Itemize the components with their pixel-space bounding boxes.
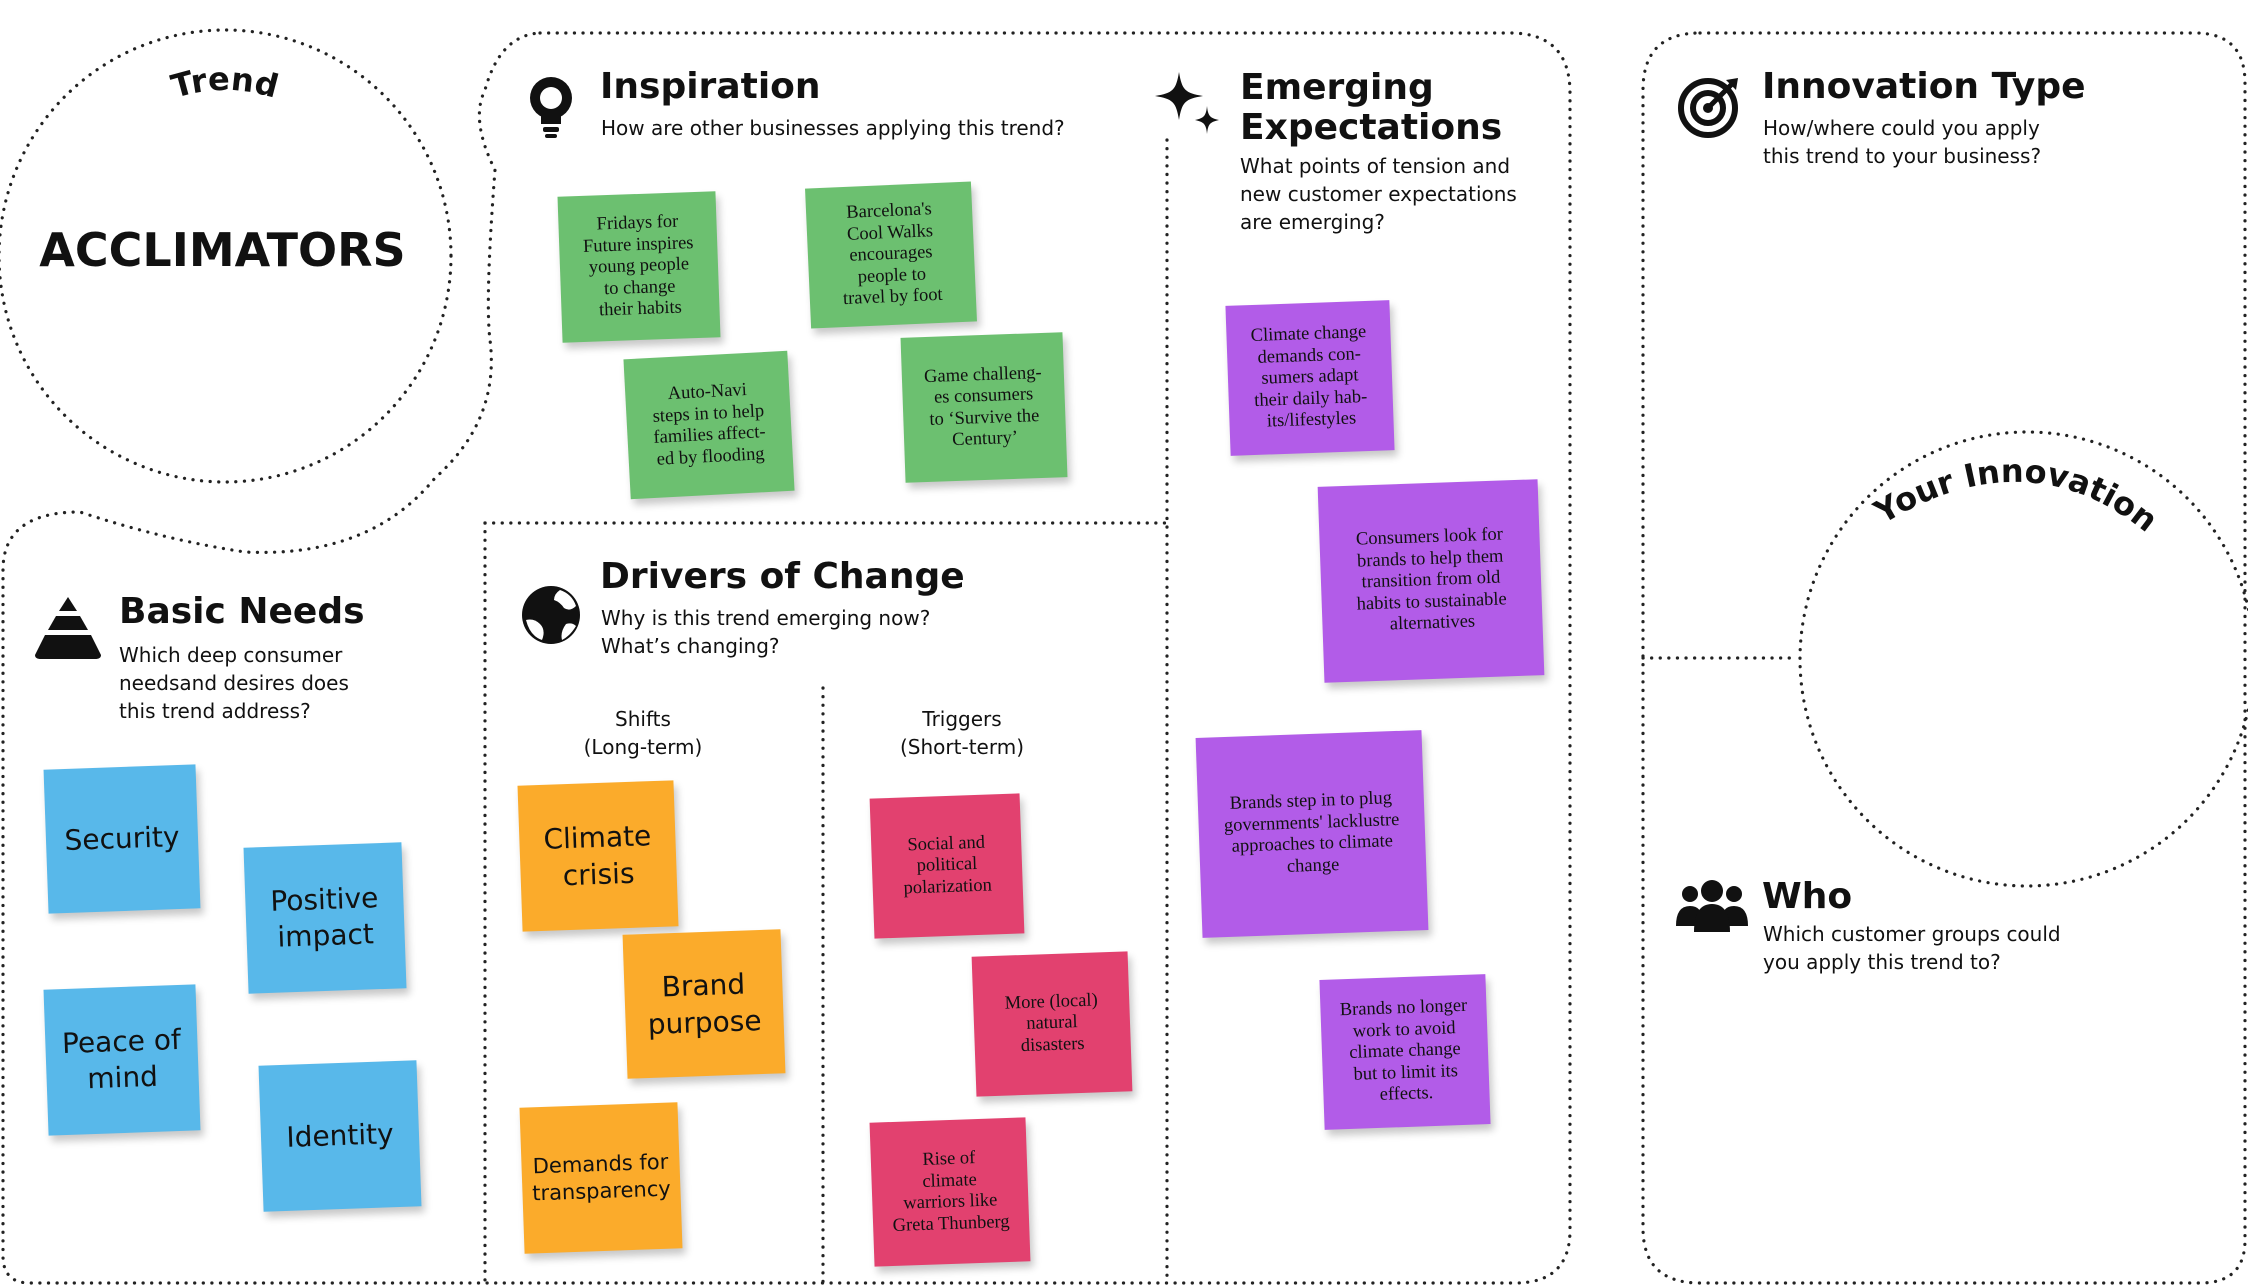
expectation-note-3[interactable]: Brands step in to plug governments' lack… [1195,730,1429,938]
inspiration-title: Inspiration [600,66,821,107]
emerging-expectations-question: What points of tension and new customer … [1240,154,1517,234]
lightbulb-icon [530,77,572,138]
basic-need-note-3[interactable]: Peace of mind [43,984,201,1136]
your-innovation-label: Your Innovation [1867,452,2165,540]
triggers-heading: Triggers (Short-term) [900,707,1024,759]
inspiration-question: How are other businesses applying this t… [601,116,1065,140]
inspiration-note-2[interactable]: Barcelona's Cool Walks encourages people… [805,181,977,329]
emerging-expectations-title: Emerging Expectations [1240,67,1503,148]
trend-name: ACCLIMATORS [39,223,406,277]
drivers-of-change-title: Drivers of Change [600,556,965,597]
trigger-note-3[interactable]: Rise of climate warriors like Greta Thun… [869,1117,1031,1267]
target-icon [1678,78,1738,138]
basic-need-note-4[interactable]: Identity [258,1060,422,1212]
shift-note-2[interactable]: Brand purpose [622,929,786,1079]
globe-icon [522,586,580,644]
who-title: Who [1762,876,1853,917]
basic-need-note-1[interactable]: Security [43,764,201,914]
basic-need-note-2[interactable]: Positive impact [243,842,407,994]
shifts-heading: Shifts (Long-term) [583,707,703,759]
pyramid-icon [35,597,101,659]
who-question: Which customer groups could you apply th… [1763,922,2061,974]
basic-needs-question: Which deep consumer needsand desires doe… [119,643,349,723]
expectation-note-4[interactable]: Brands no longer work to avoid climate c… [1319,974,1491,1130]
expectation-note-1[interactable]: Climate change demands con- sumers adapt… [1225,300,1395,456]
shift-note-3[interactable]: Demands for transparency [519,1102,683,1254]
expectation-note-2[interactable]: Consumers look for brands to help them t… [1317,479,1545,683]
basic-needs-title: Basic Needs [119,591,365,632]
shift-note-1[interactable]: Climate crisis [517,780,679,932]
innovation-type-title: Innovation Type [1762,66,2086,107]
innovation-type-question: How/where could you apply this trend to … [1763,116,2042,168]
inspiration-note-1[interactable]: Fridays for Future inspires young people… [557,191,721,343]
sparkle-icon [1155,72,1219,134]
drivers-of-change-question: Why is this trend emerging now? What’s c… [601,606,931,658]
people-icon [1676,880,1748,932]
trigger-note-1[interactable]: Social and political polarization [869,793,1025,939]
trigger-note-2[interactable]: More (local) natural disasters [971,951,1133,1097]
inspiration-note-3[interactable]: Auto-Navi steps in to help families affe… [623,350,795,500]
trend-label: Trend [167,60,282,106]
inspiration-note-4[interactable]: Game challeng- es consumers to ‘Survive … [900,332,1068,483]
